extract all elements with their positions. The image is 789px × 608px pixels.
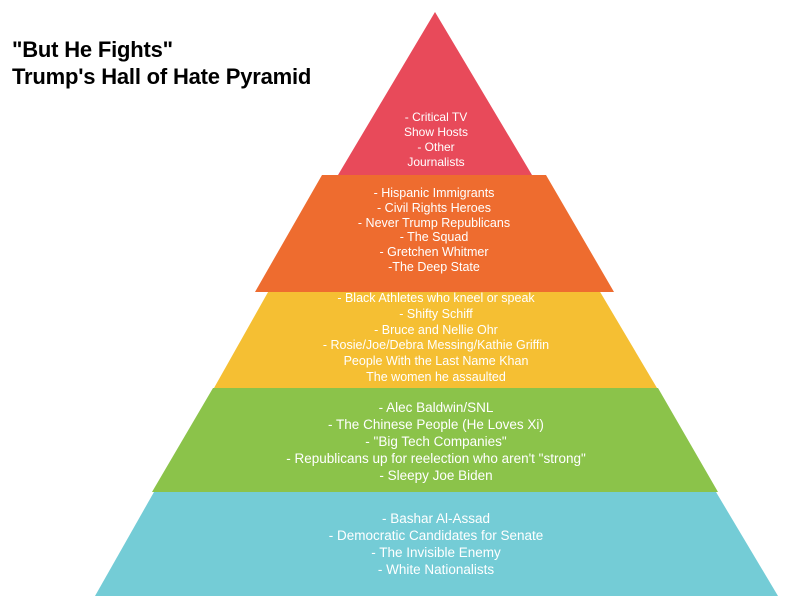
level-item: - Rosie/Joe/Debra Messing/Kathie Griffin <box>322 338 550 353</box>
level-item: - Republicans up for reelection who aren… <box>286 451 586 466</box>
level-item: - The Chinese People (He Loves Xi) <box>328 417 544 432</box>
level-item: - Alec Baldwin/SNL <box>378 400 494 415</box>
level-item: - Sleepy Joe Biden <box>379 468 493 483</box>
level-item: - Other <box>417 140 455 154</box>
level-item: - Shifty Schiff <box>399 306 473 321</box>
pyramid-level-bottom-text: - Bashar Al-Assad - Democratic Candidate… <box>329 510 544 578</box>
title-line-1: "But He Fights" <box>12 37 173 62</box>
level-item: - Bashar Al-Assad <box>381 511 491 526</box>
pyramid-level-second-shape <box>255 175 614 292</box>
level-item: - Civil Rights Heroes <box>377 200 491 215</box>
level-item: -The Deep State <box>388 259 480 274</box>
level-item: Show Hosts <box>403 125 469 139</box>
pyramid-level-bottom-shape <box>95 492 778 596</box>
pyramid-level-third-text: - Black Athletes who kneel or speak - Sh… <box>323 291 549 386</box>
level-item: - The Invisible Enemy <box>371 545 501 560</box>
pyramid-level-top-shape <box>338 12 532 175</box>
level-item: - Hispanic Immigrants <box>373 186 495 200</box>
level-item: People With the Last Name Khan <box>343 354 529 369</box>
pyramid-level-top-text: - Critical TV Show Hosts - Other Journal… <box>404 110 468 170</box>
pyramid-level-third-shape <box>214 285 657 388</box>
level-item: - Democratic Candidates for Senate <box>328 528 544 543</box>
level-item: - Gretchen Whitmer <box>379 245 489 260</box>
diagram-title: "But He Fights" Trump's Hall of Hate Pyr… <box>12 36 311 90</box>
level-item: - Critical TV <box>404 110 468 124</box>
pyramid-level-second-text: - Hispanic Immigrants - Civil Rights Her… <box>358 186 510 275</box>
level-item: The women he assaulted <box>366 369 506 384</box>
level-item: - Bruce and Nellie Ohr <box>374 322 498 337</box>
level-item: - White Nationalists <box>377 562 495 577</box>
level-item: - Black Athletes who kneel or speak <box>337 291 535 305</box>
title-line-2: Trump's Hall of Hate Pyramid <box>12 64 312 89</box>
level-item: - Never Trump Republicans <box>357 215 511 230</box>
pyramid-level-fourth-shape <box>152 388 718 492</box>
level-item: - "Big Tech Companies" <box>365 434 507 449</box>
level-item: - The Squad <box>399 230 469 245</box>
level-item: Journalists <box>407 155 465 169</box>
pyramid-level-fourth-text: - Alec Baldwin/SNL - The Chinese People … <box>286 399 586 484</box>
